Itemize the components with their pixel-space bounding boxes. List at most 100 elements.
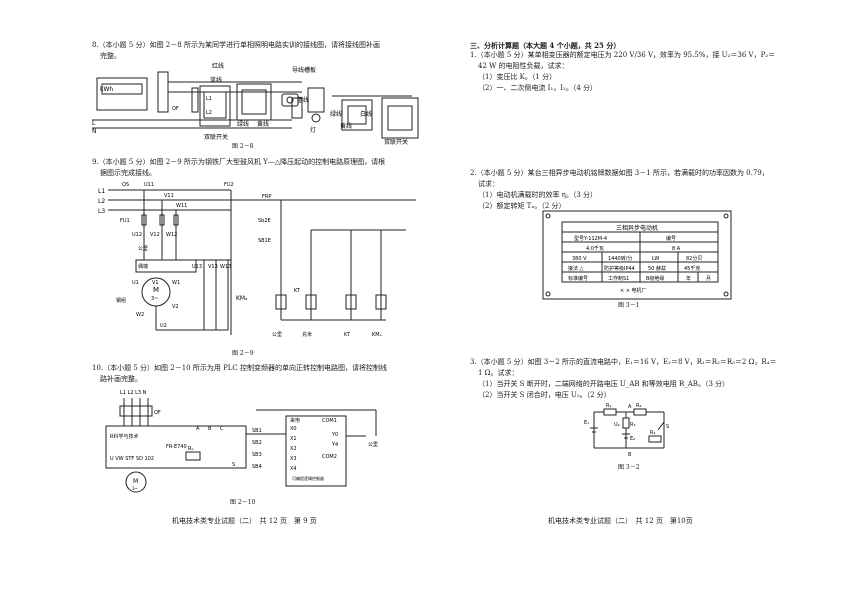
fig-2-8-caption: 图 2－8: [232, 143, 254, 150]
node-c: C: [220, 426, 224, 432]
vfd-model: FR-E740: [166, 444, 187, 450]
fu1-label: FU1: [120, 218, 130, 224]
u1-label: U1: [132, 280, 139, 286]
sb4-btn: SB4: [252, 464, 262, 470]
kt-label: KT: [294, 288, 301, 294]
motor-label: M: [153, 286, 159, 294]
w13-label: W13: [220, 264, 231, 270]
u11-label: U11: [144, 182, 154, 188]
plc-com2: COM2: [322, 454, 337, 460]
frp-label: FRP: [262, 194, 271, 200]
figure-3-1-nameplate: 三相异步电动机 型号Y-112M-4 编号 4.0千瓦 8 A 380 V 14…: [542, 210, 732, 300]
w1-label: W1: [172, 280, 180, 286]
vfd-terminals: U VW STF SD 102: [110, 456, 154, 462]
switch-l2: L2: [206, 110, 212, 116]
sb1-label: SB1E: [258, 238, 271, 244]
plate-weight: 45千克: [684, 265, 700, 272]
r4-label: R₄: [650, 430, 655, 436]
plate-title: 三相异步电动机: [616, 224, 658, 232]
vfd-brand: R科学与技术: [110, 433, 138, 440]
l2-label: L2: [98, 198, 105, 205]
r-q2-line1: 2.（本小题 5 分）某台三相异步电动机铭牌数据如图 3－1 所示，若满载时的功…: [470, 169, 769, 177]
r-q1-b: （2）一、二次侧电流 I₁，I₂。（4 分）: [478, 84, 597, 92]
plc-x1: X1: [290, 436, 297, 442]
fu2-label: FU2: [224, 182, 234, 188]
sb3-btn: SB3: [252, 452, 262, 458]
green-wire-2: 绿线: [330, 110, 342, 118]
switch-label-2: 双联开关: [384, 138, 408, 146]
coil-label-2: 充米: [302, 331, 312, 338]
figure-3-2-circuit: R₁ R₂ R₃ R₄ E₁ E₂ U₂ S A B: [584, 403, 669, 458]
plate-speed: 1440转/分: [608, 255, 632, 262]
qs-label: QS: [122, 182, 129, 188]
common-label: 公里: [138, 246, 148, 252]
r-q3-b: （2）当开关 S 闭合时，电压 U₂。（2 分）: [478, 391, 611, 399]
motor-phase-label: 3~: [151, 296, 158, 302]
plate-lw: LW: [652, 256, 659, 262]
q9-line1: 9.（本小题 5 分）如图 2－9 所示为钢铁厂大型鼓风机 Y—△降压起动的控制…: [92, 158, 386, 166]
plate-protection: 防护等级IP44: [604, 265, 635, 272]
q8-line2: 完整。: [100, 52, 121, 60]
coil-label-1: 公里: [272, 332, 282, 338]
u12-label: U12: [132, 232, 142, 238]
v2-label: V2: [172, 304, 179, 310]
red-wire-label: 红线: [212, 62, 224, 70]
steel-label: 钢组: [116, 297, 126, 304]
right-footer: 机电技术类专业试题（二） 共 12 页 第10页: [548, 517, 693, 525]
r-q3-line2: 1 Ω。试求：: [478, 369, 519, 377]
sb1-btn: SB1: [252, 428, 262, 434]
u2-label: U2: [160, 323, 167, 329]
w12-label: W12: [166, 232, 177, 238]
plc-common: 公里: [368, 442, 378, 448]
supply-label: L1 L2 L3 N: [120, 390, 147, 396]
plc-power: 来电: [290, 417, 300, 424]
left-footer: 机电技术类专业试题（二） 共 12 页 第 9 页: [172, 517, 317, 525]
l-label: L: [92, 120, 96, 127]
r3-label: R₃: [630, 422, 635, 428]
node-b-label: B: [628, 452, 632, 458]
plc-y4: Y4: [331, 442, 338, 448]
fig-3-2-caption: 图 3－2: [618, 464, 640, 471]
v11-label: V11: [164, 193, 174, 199]
plate-month: 月: [706, 276, 711, 282]
sb2-btn: SB2: [252, 440, 262, 446]
resistor-label: Rₑ: [188, 446, 194, 452]
terminal-note: 偶端: [138, 263, 148, 270]
plate-maker: × × 电机厂: [620, 287, 647, 294]
r-q2-a: （1）电动机满载时的效率 η。（3 分）: [478, 191, 598, 199]
u2-label: U₂: [614, 422, 620, 428]
r-q3-a: （1）当开关 S 断开时，二端网络的开路电压 U_AB 和等效电阻 R_AB。（…: [478, 380, 730, 388]
switch-s: S: [232, 462, 235, 468]
switch-label: S: [666, 424, 669, 430]
plate-insulation: B级绝缘: [646, 275, 664, 282]
plate-model: 型号Y-112M-4: [574, 235, 607, 242]
q8-line1: 8.（本小题 5 分）如图 2－8 所示为某同学进行单相照明电路实训的接线图，请…: [92, 41, 380, 49]
l1-label: L1: [98, 188, 105, 195]
r2-label: R₂: [636, 403, 641, 409]
e2-label: E₂: [630, 436, 635, 442]
qf-label-2: QF: [154, 410, 161, 416]
blue-wire-2: 蓝线: [297, 96, 309, 104]
v12-label: V12: [150, 232, 160, 238]
q10-line2: 路补画完整。: [100, 375, 142, 383]
r-q2-line2: 试求：: [478, 180, 499, 188]
yellow-wire-2: 黄线: [340, 122, 352, 130]
plc-x4: X4: [290, 466, 297, 472]
switch-label-1: 双联开关: [204, 133, 228, 141]
plate-standard: 标准编号: [568, 275, 588, 282]
node-b: B: [208, 426, 212, 432]
node-a-label: A: [628, 404, 632, 410]
plate-noise: 82分贝: [686, 255, 702, 262]
node-a: A: [196, 426, 200, 432]
kwh-label: kWh: [100, 86, 113, 93]
plc-label: 可编程逻辑控制器: [292, 475, 324, 481]
plate-voltage: 380 V: [572, 256, 587, 262]
plate-duty: 工作制S1: [608, 275, 629, 282]
plate-serial: 编号: [666, 235, 676, 242]
w2-label: W2: [136, 312, 144, 318]
blue-wire-1: 蓝线: [210, 76, 222, 84]
white-wire: 白线: [360, 110, 372, 118]
plc-y0: Y0: [331, 432, 338, 438]
plate-power: 4.0千瓦: [586, 245, 604, 252]
r-q1-a: （1）变压比 K。（1 分）: [478, 73, 557, 81]
